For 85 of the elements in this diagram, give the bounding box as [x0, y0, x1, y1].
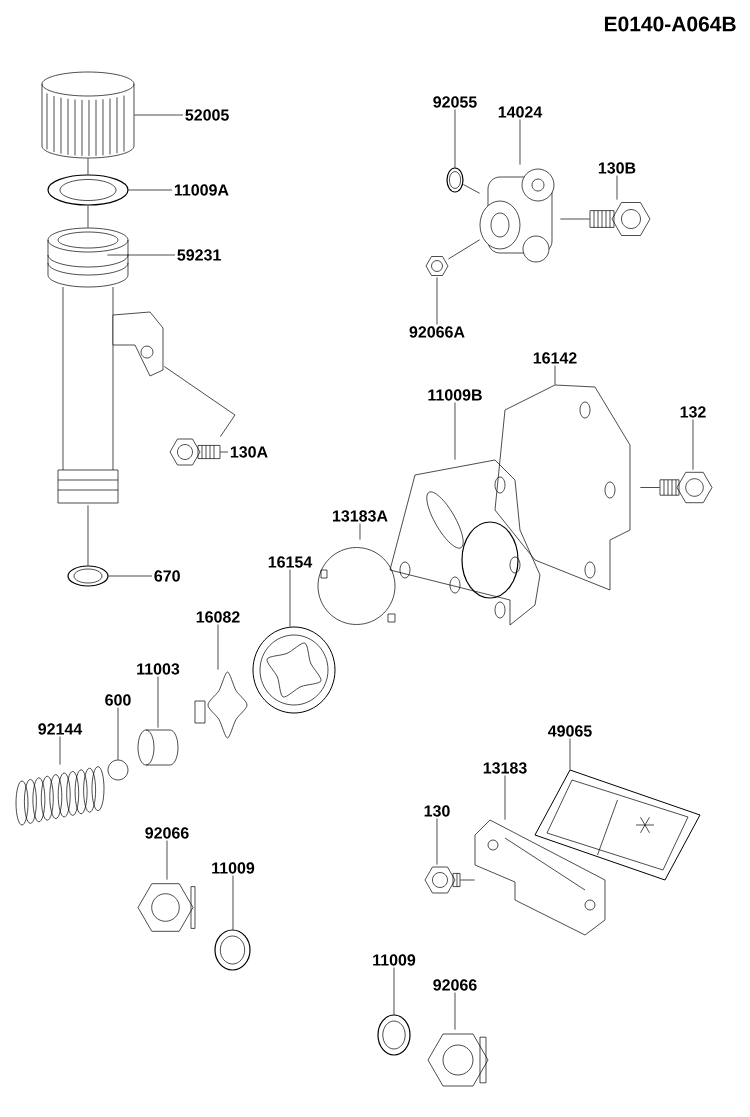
o-ring-drawing — [67, 565, 109, 587]
nut-drawing — [425, 256, 449, 276]
screen-drawing — [534, 769, 701, 881]
leader-line — [554, 365, 556, 385]
part-number: 49065 — [548, 725, 592, 737]
leader-line — [59, 736, 61, 765]
part-number: 130 — [424, 805, 450, 817]
leader-line — [220, 451, 229, 453]
part-number: 92066 — [433, 979, 477, 991]
part-number: 92055 — [433, 96, 477, 108]
tube-drawing — [47, 227, 164, 504]
leader-line — [454, 402, 456, 460]
leader-line — [393, 967, 395, 1015]
gasket-drawing — [389, 459, 541, 626]
bolt-drawing — [169, 438, 221, 466]
part-number: 16142 — [533, 352, 577, 364]
assembly-line — [87, 205, 89, 228]
leader-line — [157, 676, 159, 728]
assembly-line — [460, 879, 475, 881]
leader-line — [232, 875, 234, 930]
part-number: 92144 — [38, 723, 83, 735]
part-number: 92066 — [145, 827, 189, 839]
leader-line — [504, 775, 506, 820]
ball-drawing — [107, 759, 129, 781]
leader-line — [108, 575, 153, 577]
leader-line — [289, 569, 291, 627]
part-number: 11009 — [373, 954, 416, 966]
assembly-line — [463, 184, 480, 194]
o-ring-drawing — [446, 167, 464, 193]
part-number: 11009B — [428, 389, 482, 401]
leader-line — [436, 818, 438, 865]
part-number: 16154 — [268, 556, 313, 568]
leader-line — [117, 707, 119, 760]
plate-drawing — [317, 547, 396, 625]
assembly-line — [87, 505, 89, 566]
housing-drawing — [479, 168, 555, 263]
leader-line — [134, 114, 184, 116]
plug-drawing — [427, 1033, 489, 1087]
bolt-drawing — [589, 202, 651, 236]
part-number: 13183 — [483, 762, 527, 774]
leader-line — [616, 175, 618, 200]
part-number: 52005 — [185, 109, 229, 121]
part-number: 13183A — [333, 510, 388, 522]
rotor-drawing — [252, 626, 336, 714]
leader-line — [454, 992, 456, 1030]
plug-drawing — [137, 883, 196, 932]
part-number: 130B — [598, 162, 636, 174]
washer-drawing — [377, 1014, 411, 1056]
leader-line — [569, 738, 571, 770]
leader-line — [107, 254, 176, 256]
leader-line — [692, 419, 694, 470]
leader-line — [217, 624, 219, 670]
assembly-line — [87, 158, 89, 175]
leader-line — [128, 189, 173, 191]
bolt-drawing — [424, 866, 461, 894]
part-number: 670 — [154, 570, 180, 582]
part-number: 600 — [105, 694, 131, 706]
sleeve-drawing — [137, 729, 179, 766]
part-number: 16082 — [196, 611, 240, 623]
figure-code: E0140-A064B — [604, 16, 736, 32]
cover-plate-drawing — [494, 384, 631, 591]
leader-line — [454, 109, 456, 168]
part-number: 11009A — [174, 184, 229, 196]
leader-line — [436, 277, 438, 325]
rotor-drawing — [194, 671, 248, 739]
leader-line — [166, 840, 168, 880]
assembly-line — [560, 218, 590, 220]
part-number: 92066A — [409, 326, 465, 338]
assembly-line — [164, 366, 236, 437]
bracket-drawing — [474, 819, 606, 936]
part-number: 11003 — [137, 663, 180, 675]
part-number: 130A — [230, 446, 268, 458]
part-number: 11009 — [212, 862, 255, 874]
part-number: 14024 — [498, 106, 543, 118]
o-ring-drawing — [47, 174, 129, 206]
bolt-drawing — [659, 471, 713, 504]
washer-drawing — [214, 929, 251, 971]
assembly-line — [448, 239, 480, 260]
leader-line — [519, 119, 521, 165]
leader-line — [359, 523, 361, 540]
part-number: 132 — [680, 406, 706, 418]
spring-drawing — [15, 766, 105, 826]
cap-drawing — [41, 71, 135, 159]
assembly-line — [640, 487, 660, 488]
part-number: 59231 — [177, 249, 221, 261]
